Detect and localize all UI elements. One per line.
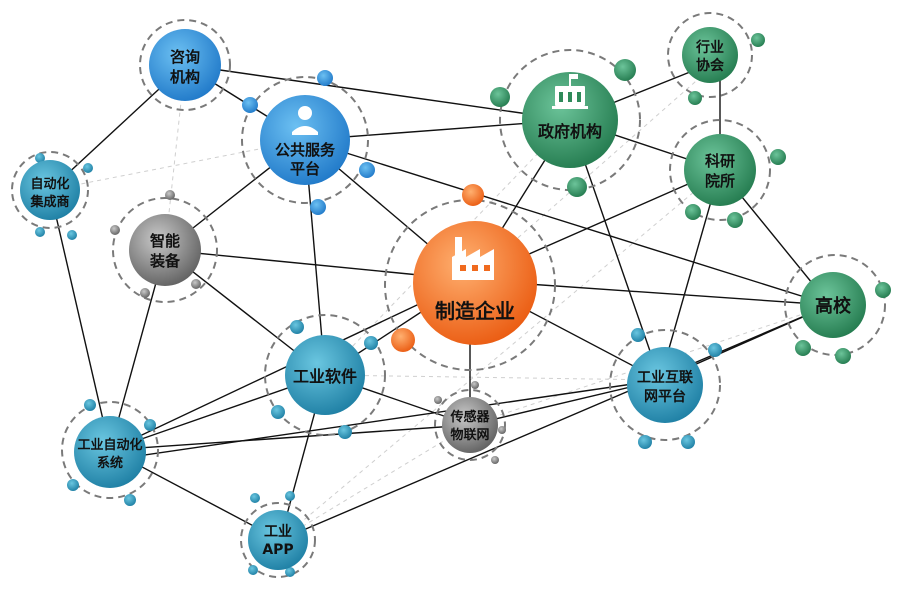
svg-text:科研: 科研 xyxy=(705,152,735,170)
node-chuanganqi: 传感器 物联网 xyxy=(442,397,498,453)
svg-text:工业互联: 工业互联 xyxy=(637,370,694,386)
svg-text:咨询: 咨询 xyxy=(170,48,200,66)
factory-icon xyxy=(452,237,494,280)
svg-text:自动化: 自动化 xyxy=(30,176,69,192)
node-zixun: 咨询 机构 xyxy=(149,29,221,101)
svg-text:机构: 机构 xyxy=(170,68,200,86)
svg-text:制造企业: 制造企业 xyxy=(435,299,515,323)
node-gongye-zdh: 工业自动化 系统 xyxy=(74,416,146,488)
svg-text:院所: 院所 xyxy=(705,172,735,190)
svg-text:物联网: 物联网 xyxy=(450,427,489,443)
svg-text:行业: 行业 xyxy=(695,39,724,56)
svg-text:网平台: 网平台 xyxy=(644,388,686,405)
svg-text:集成商: 集成商 xyxy=(29,194,69,210)
svg-text:传感器: 传感器 xyxy=(449,409,490,425)
node-keyan: 科研 院所 xyxy=(684,134,756,206)
government-building-icon xyxy=(552,74,588,109)
node-zhineng: 智能 装备 xyxy=(129,214,201,286)
node-zhengfu: 政府机构 xyxy=(522,72,618,168)
svg-text:工业自动化: 工业自动化 xyxy=(77,437,142,453)
svg-text:智能: 智能 xyxy=(150,232,180,250)
satellite-dots xyxy=(35,33,891,577)
node-zhizao: 制造企业 xyxy=(413,221,537,345)
node-gongye-app: 工业 APP xyxy=(248,510,308,570)
svg-text:公共服务: 公共服务 xyxy=(275,141,336,159)
node-gonggong: 公共服务 平台 xyxy=(260,95,350,185)
node-gongye-rj: 工业软件 xyxy=(285,335,365,415)
svg-text:高校: 高校 xyxy=(815,295,852,317)
svg-text:装备: 装备 xyxy=(149,252,181,270)
svg-text:工业: 工业 xyxy=(264,524,292,540)
svg-text:协会: 协会 xyxy=(696,57,725,74)
svg-text:系统: 系统 xyxy=(97,455,123,471)
node-zidonghua-jc: 自动化 集成商 xyxy=(20,160,80,220)
service-icon xyxy=(292,106,318,135)
svg-text:APP: APP xyxy=(262,542,293,558)
node-hangye: 行业 协会 xyxy=(682,27,738,83)
svg-text:平台: 平台 xyxy=(290,160,320,178)
node-hulianwang: 工业互联 网平台 xyxy=(627,347,703,423)
svg-text:工业软件: 工业软件 xyxy=(293,367,357,386)
svg-text:政府机构: 政府机构 xyxy=(538,122,602,141)
orbit-rings xyxy=(11,12,886,578)
node-gaoxiao: 高校 xyxy=(800,272,866,338)
